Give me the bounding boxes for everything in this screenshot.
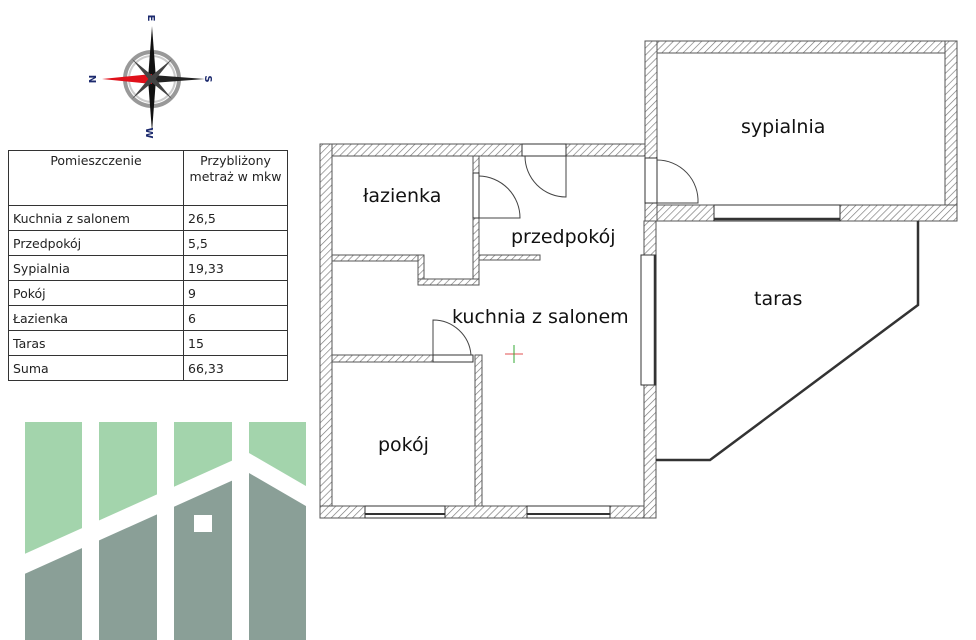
- area-cell: 6: [183, 305, 288, 331]
- company-logo: [0, 420, 336, 640]
- header-area: Przybliżony metraż w mkw: [183, 150, 288, 206]
- center-marker-icon: [505, 345, 523, 363]
- header-room: Pomieszczenie: [8, 150, 184, 206]
- room-cell: Kuchnia z salonem: [8, 205, 184, 231]
- door-swings: [432, 155, 699, 356]
- area-cell: 5,5: [183, 230, 288, 256]
- area-table: Pomieszczenie Przybliżony metraż w mkw K…: [8, 150, 288, 381]
- room-label-pokoj: pokój: [378, 434, 429, 456]
- room-label-kuchnia: kuchnia z salonem: [452, 306, 629, 328]
- room-cell: Łazienka: [8, 305, 184, 331]
- compass-east-label: E: [145, 15, 156, 22]
- room-label-przedpokoj: przedpokój: [511, 226, 616, 248]
- compass-rose-icon: N E S W: [86, 15, 213, 139]
- room-label-taras: taras: [754, 288, 802, 310]
- area-cell: 15: [183, 330, 288, 356]
- area-cell: 19,33: [183, 255, 288, 281]
- table-header-row: Pomieszczenie Przybliżony metraż w mkw: [8, 150, 288, 206]
- room-label-lazienka: łazienka: [363, 185, 441, 207]
- area-cell: 26,5: [183, 205, 288, 231]
- room-cell: Taras: [8, 330, 184, 356]
- terrace-railing: [656, 221, 920, 462]
- compass-north-label: N: [86, 75, 97, 83]
- windows: [364, 143, 841, 519]
- room-cell: Suma: [8, 355, 184, 381]
- compass-south-label: S: [202, 75, 213, 82]
- room-cell: Przedpokój: [8, 230, 184, 256]
- area-cell: 66,33: [183, 355, 288, 381]
- compass-west-label: W: [143, 127, 154, 138]
- room-label-sypialnia: sypialnia: [741, 116, 825, 138]
- area-cell: 9: [183, 280, 288, 306]
- room-cell: Sypialnia: [8, 255, 184, 281]
- room-cell: Pokój: [8, 280, 184, 306]
